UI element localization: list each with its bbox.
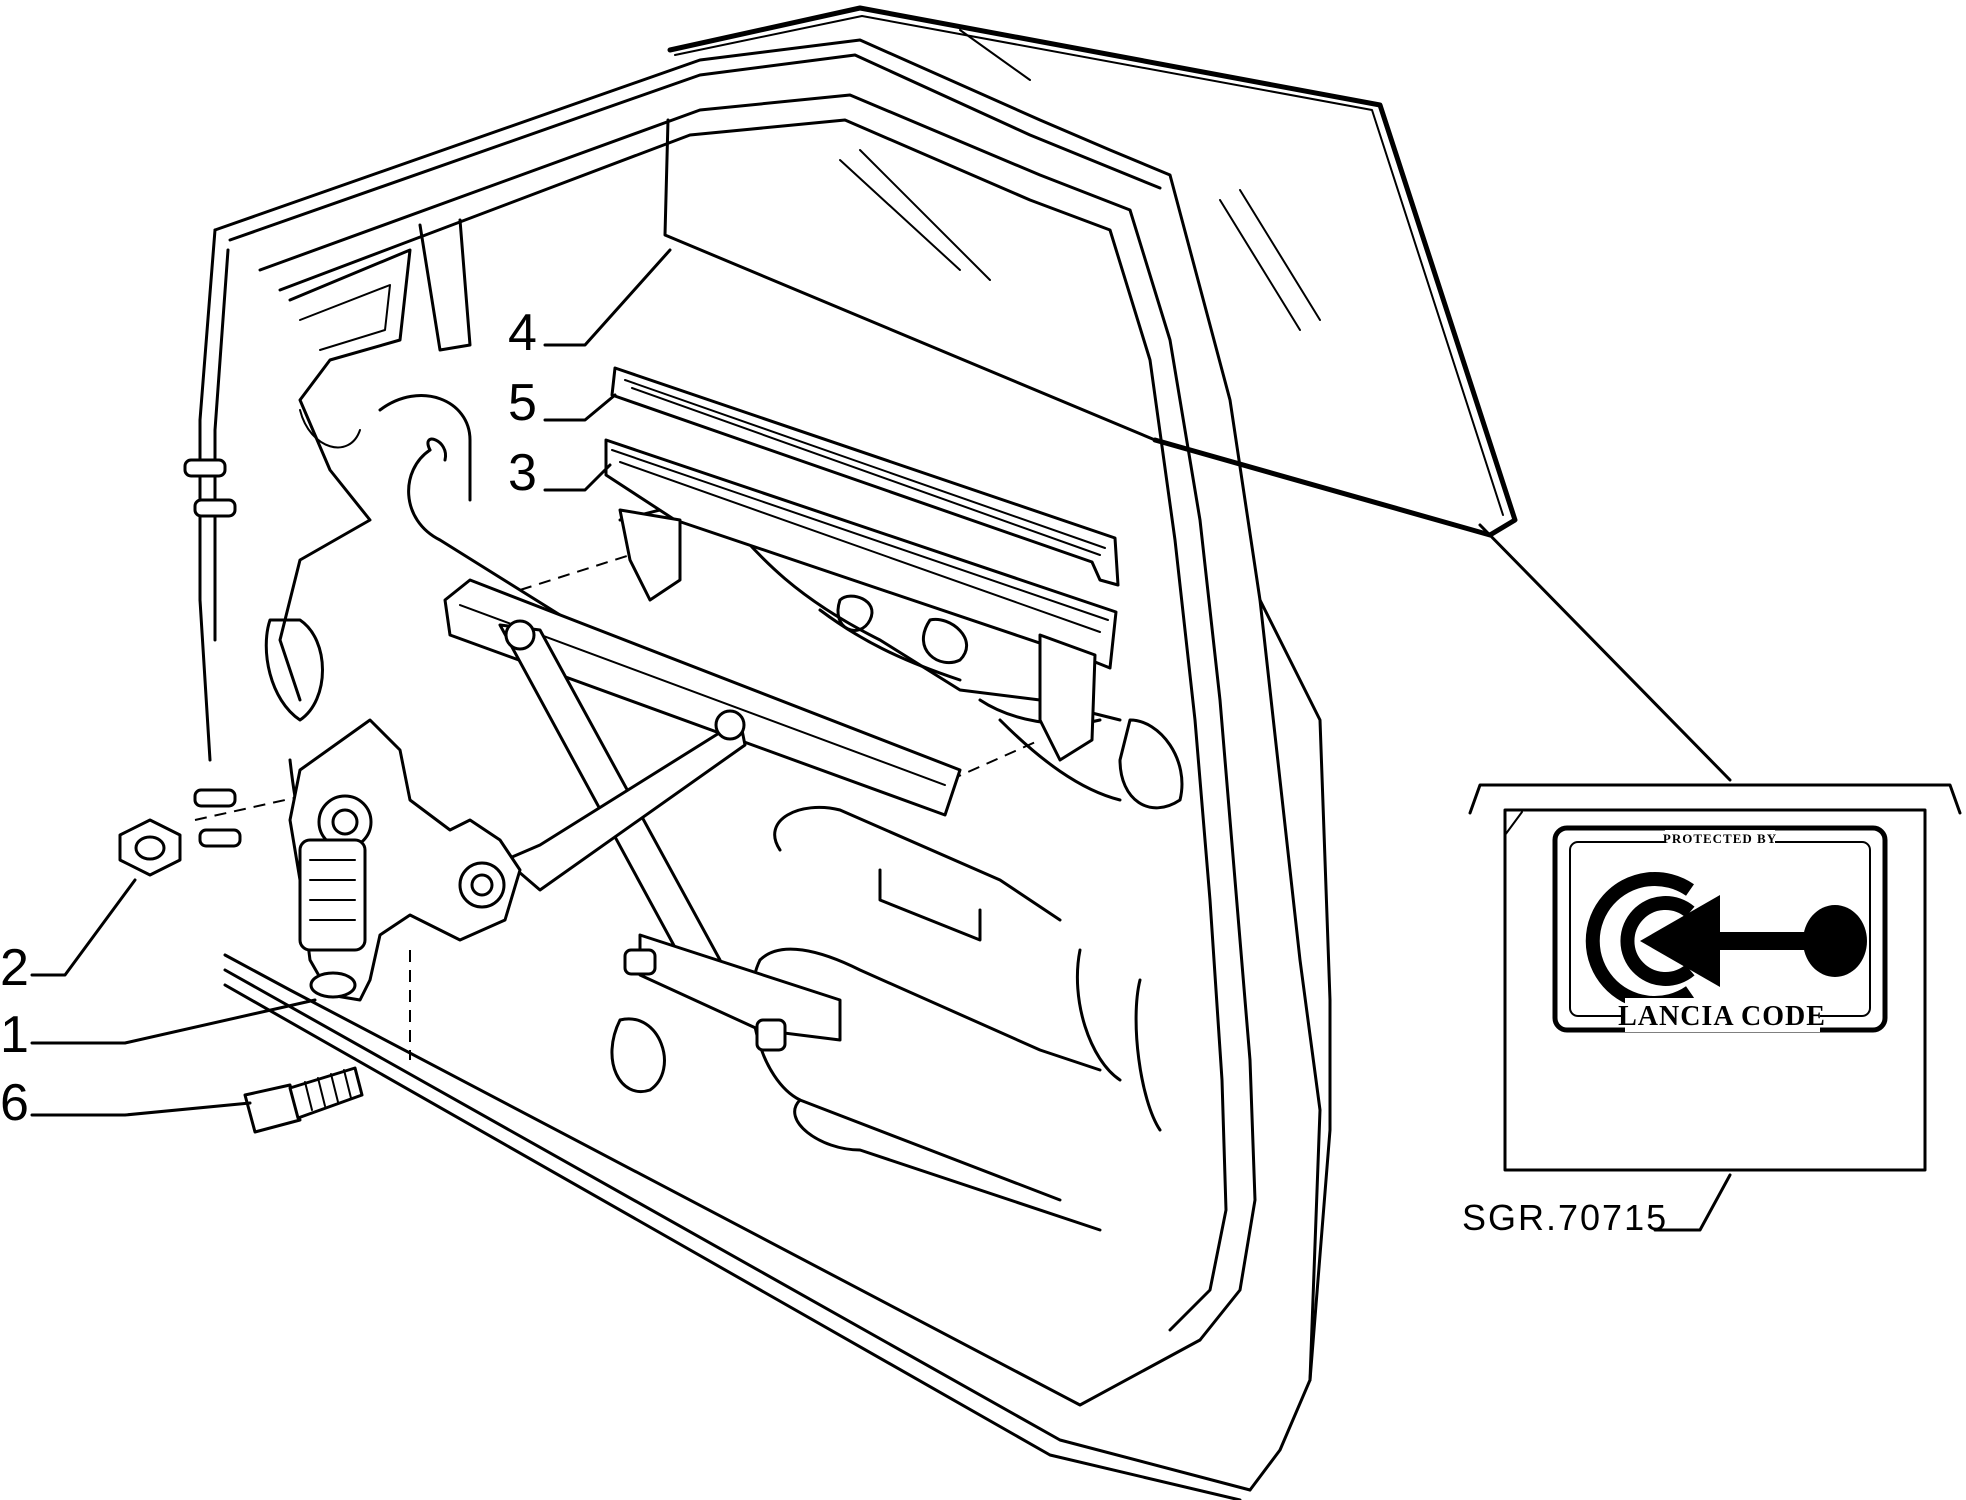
callout-3: 3	[508, 444, 537, 502]
callout-leaders	[30, 248, 1732, 1232]
callout-labels: 4 5 3 2 1 6	[0, 304, 537, 1132]
glass-guide-channel	[610, 366, 1120, 587]
reference-code: SGR.70715	[1462, 1197, 1668, 1238]
callout-1: 1	[0, 1006, 29, 1064]
lancia-code-badge: PROTECTED BY LANCIA CODE	[1468, 783, 1962, 1172]
window-glass	[663, 5, 1518, 538]
callout-6: 6	[0, 1074, 29, 1132]
fixing-nut	[118, 818, 182, 877]
badge-top-text: PROTECTED BY	[1663, 831, 1777, 846]
fixing-bolt	[243, 1066, 364, 1134]
lancia-code-key-icon	[1585, 872, 1867, 1010]
callout-2: 2	[0, 939, 29, 997]
callout-5: 5	[508, 374, 537, 432]
badge-bottom-text: LANCIA CODE	[1618, 1001, 1826, 1032]
door-mounting-studs	[183, 458, 242, 848]
regulator-motor	[288, 718, 522, 1002]
window-regulator-mechanism	[443, 578, 962, 1052]
callout-4: 4	[508, 304, 537, 362]
glass-lifter-channel	[604, 438, 1118, 762]
assembly-dash-lines	[194, 554, 1041, 1060]
door-frame	[198, 38, 1332, 1500]
